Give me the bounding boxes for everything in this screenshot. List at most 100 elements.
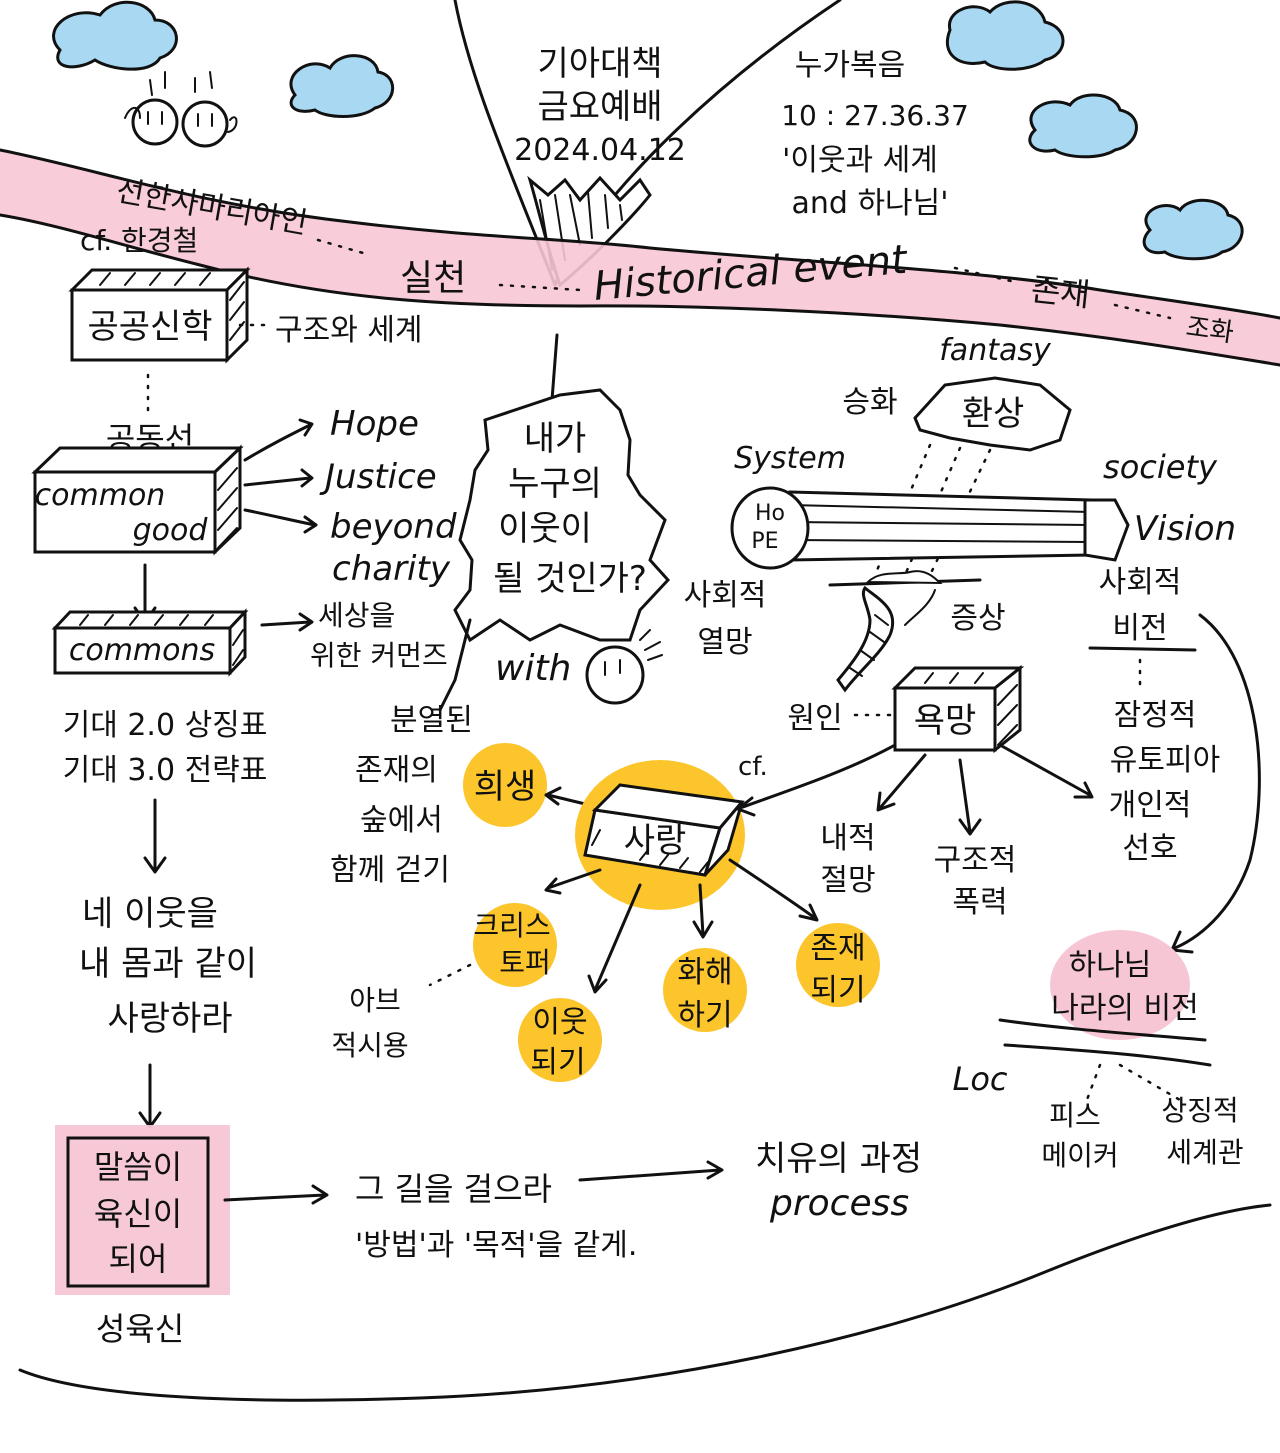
hope-badge-line: PE [751,529,778,554]
arrow-right [262,614,312,630]
sublimation-label: 승화 [842,385,897,420]
question-line: 이웃이 [498,509,592,549]
kiae-line: 기대 3.0 전략표 [63,753,268,788]
social-vision-line: 사회적 [1099,565,1182,600]
header-title-line: 기아대책 [537,44,662,84]
social-vision-line: 비전 [1112,611,1167,646]
neighbor-become-highlight: 이웃 되기 [518,998,602,1082]
inner-despair-line: 절망 [820,863,875,898]
society-label: society [1103,448,1218,486]
illusion-label: 환상 [962,394,1025,434]
scripture-line: 10 : 27.36.37 [781,99,969,132]
christopher-line: 토퍼 [499,946,551,979]
two-faces-doodle [125,72,237,146]
output-hope: Hope [330,404,419,444]
scripture-line: and 하나님' [791,186,948,221]
cloud-right-low [1144,200,1242,258]
header-title-line: 금요예배 [537,87,662,127]
reconcile-highlight: 화해 하기 [663,948,747,1033]
cloud-top-left [54,2,177,69]
kiae-line: 기대 2.0 상징표 [63,708,268,743]
scripture-line: 누가복음 [795,48,905,83]
question-torn-paper: 내가 누구의 이웃이 될 것인가? [455,390,668,640]
common-good-box: common good [35,448,240,552]
divided-line: 숲에서 [360,803,443,838]
scripture-reference: 누가복음 10 : 27.36.37 '이웃과 세계 and 하나님' [781,48,969,221]
reconcile-line: 하기 [677,998,732,1033]
connector-line [552,335,557,400]
cloud-top-right [947,2,1063,69]
river-label-existence: 존재 [1029,270,1092,314]
curved-arrow [1172,615,1259,952]
common-good-en-line: good [133,513,209,548]
desire-arrows [878,745,1092,834]
personal-preference-line: 개인적 [1109,788,1192,823]
be-existence-highlight: 존재 되기 [796,923,880,1008]
be-existence-line: 되기 [810,973,865,1008]
neighbor-become-line: 이웃 [532,1005,587,1040]
scripture-line: '이웃과 세계 [782,143,938,178]
underline [1090,648,1195,650]
commons-label: commons [69,633,215,668]
arrow-right [225,1186,327,1203]
desire-box: 욕망 [895,668,1020,750]
walk-path-label: 그 길을 걸으라 [355,1170,552,1208]
arrow-right [580,1162,722,1180]
divided-line: 존재의 [355,753,438,788]
question-line: 될 것인가? [493,559,647,599]
temporary-utopia-line: 유토피아 [1110,743,1220,778]
peace-maker-line: 피스 [1049,1099,1101,1132]
cause-label: 원인 [787,701,842,736]
system-label: System [734,441,846,476]
abraham-line: 아브 [349,984,401,1017]
loc-label: Loc [953,1060,1008,1098]
process-label: process [769,1183,909,1224]
social-desire-line: 열망 [697,625,752,660]
structure-world-label: 구조와 세계 [275,313,423,348]
cloud-right-middle [1030,95,1137,157]
cf-name-label: cf. 한경철 [80,224,198,257]
incarnation-line: 되어 [109,1240,168,1278]
cf-label: cf. [738,752,768,782]
commons-note-line: 세상을 [318,599,395,632]
spiritual-world-line: 상징적 [1161,1094,1238,1127]
personal-preference-line: 선호 [1122,831,1177,866]
vision-label: Vision [1134,509,1236,549]
header-title-line: 2024.04.12 [514,133,686,168]
output-charity: charity [332,549,451,589]
incarnation-box: 말씀이 육신이 되어 [55,1125,230,1295]
incarnation-label: 성육신 [96,1310,184,1348]
be-existence-line: 존재 [810,931,865,966]
love-label: 사랑 [624,821,687,861]
arrow-down [140,1065,160,1127]
method-purpose-label: '방법'과 '목적'을 같게. [355,1228,637,1263]
healing-label: 치유의 과정 [755,1139,922,1179]
love-neighbor-line: 내 몸과 같이 [79,944,257,984]
question-line: 누구의 [508,464,602,504]
temporary-utopia-line: 잠정적 [1114,698,1197,733]
structural-violence-line: 구조적 [934,843,1017,878]
love-neighbor-line: 사랑하라 [107,999,232,1039]
love-box: 사랑 [575,760,745,910]
desire-label: 욕망 [914,701,977,741]
commons-note-line: 위한 커먼즈 [310,639,448,672]
output-justice: Justice [319,457,437,497]
reconcile-line: 화해 [677,955,732,990]
incarnation-line: 육신이 [94,1195,182,1233]
output-beyond: beyond [330,507,457,547]
public-theology-label: 공공신학 [87,307,212,347]
symptom-label: 증상 [950,601,1005,636]
social-desire-line: 사회적 [684,578,767,613]
cloud-left-small [291,56,393,117]
arrow-down [145,800,165,872]
christopher-line: 크리스 [473,909,550,942]
sacrifice-highlight: 희생 [463,743,547,827]
vision-telescope: Ho PE [732,488,1128,568]
public-theology-box: 공공신학 [72,270,247,360]
spiritual-world-line: 세계관 [1166,1136,1243,1169]
hope-badge-line: Ho [755,501,785,526]
peace-maker-line: 메이커 [1041,1139,1118,1172]
divided-line: 함께 걷기 [330,853,450,888]
common-good-en-line: common [35,478,166,513]
